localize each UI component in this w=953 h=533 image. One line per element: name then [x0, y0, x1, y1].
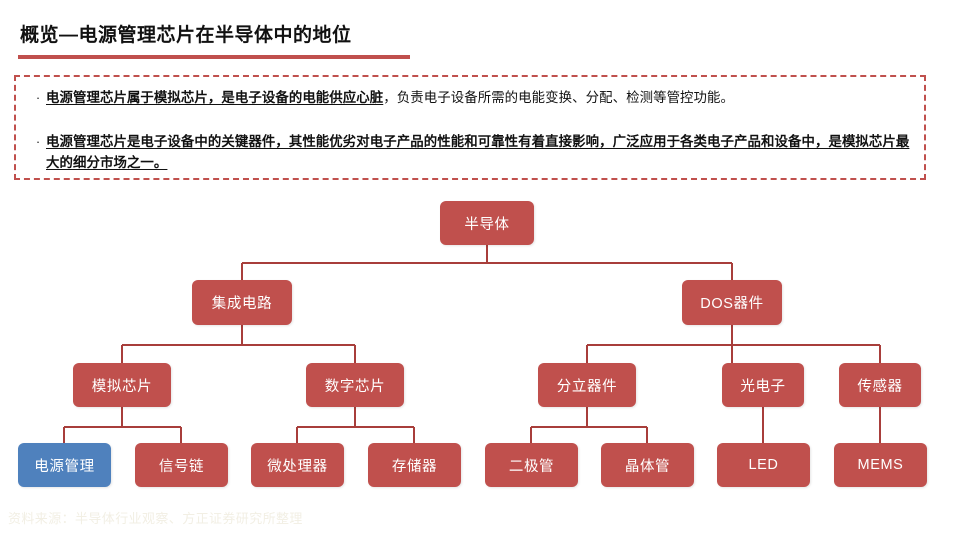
callout-bullet-1-text: 电源管理芯片属于模拟芯片，是电子设备的电能供应心脏，负责电子设备所需的电能变换、… — [46, 87, 734, 108]
callout-bullet-2-text: 电源管理芯片是电子设备中的关键器件，其性能优劣对电子产品的性能和可靠性有着直接影… — [46, 131, 910, 173]
callout-bullet-1-emphasis: 电源管理芯片属于模拟芯片，是电子设备的电能供应心脏 — [46, 90, 384, 105]
page-title: 概览—电源管理芯片在半导体中的地位 — [20, 25, 352, 46]
callout-bullet-1: · 电源管理芯片属于模拟芯片，是电子设备的电能供应心脏，负责电子设备所需的电能变… — [30, 87, 910, 108]
tree-node-mems[interactable]: MEMS — [834, 443, 927, 487]
tree-node-optoelectronic[interactable]: 光电子 — [722, 363, 804, 407]
callout-bullet-2: · 电源管理芯片是电子设备中的关键器件，其性能优劣对电子产品的性能和可靠性有着直… — [30, 131, 910, 173]
tree-node-pmic[interactable]: 电源管理 — [18, 443, 111, 487]
bullet-marker-icon: · — [35, 90, 41, 105]
callout-bullet-1-rest: ，负责电子设备所需的电能变换、分配、检测等管控功能。 — [383, 90, 735, 105]
semiconductor-hierarchy-diagram: 半导体 集成电路 DOS器件 模拟芯片 数字芯片 分立器件 光电子 传感器 电源… — [0, 185, 953, 505]
callout-bullet-2-emphasis: 电源管理芯片是电子设备中的关键器件，其性能优劣对电子产品的性能和可靠性有着直接影… — [46, 134, 910, 170]
tree-node-dos[interactable]: DOS器件 — [682, 280, 782, 325]
tree-node-mpu[interactable]: 微处理器 — [251, 443, 344, 487]
key-points-callout: · 电源管理芯片属于模拟芯片，是电子设备的电能供应心脏，负责电子设备所需的电能变… — [14, 75, 926, 180]
tree-node-transistor[interactable]: 晶体管 — [601, 443, 694, 487]
tree-node-discrete[interactable]: 分立器件 — [538, 363, 636, 407]
tree-node-memory[interactable]: 存储器 — [368, 443, 461, 487]
tree-connector-lines — [63, 245, 881, 443]
source-footer: 资料来源：半导体行业观察、方正证券研究所整理 — [8, 511, 303, 526]
tree-node-analog[interactable]: 模拟芯片 — [73, 363, 171, 407]
tree-node-led[interactable]: LED — [717, 443, 810, 487]
tree-node-signal-chain[interactable]: 信号链 — [135, 443, 228, 487]
tree-node-sensor[interactable]: 传感器 — [839, 363, 921, 407]
title-underline-rule — [18, 55, 410, 59]
tree-node-semiconductor[interactable]: 半导体 — [440, 201, 534, 245]
tree-node-ic[interactable]: 集成电路 — [192, 280, 292, 325]
tree-node-diode[interactable]: 二极管 — [485, 443, 578, 487]
tree-node-digital[interactable]: 数字芯片 — [306, 363, 404, 407]
bullet-marker-icon: · — [35, 134, 41, 149]
